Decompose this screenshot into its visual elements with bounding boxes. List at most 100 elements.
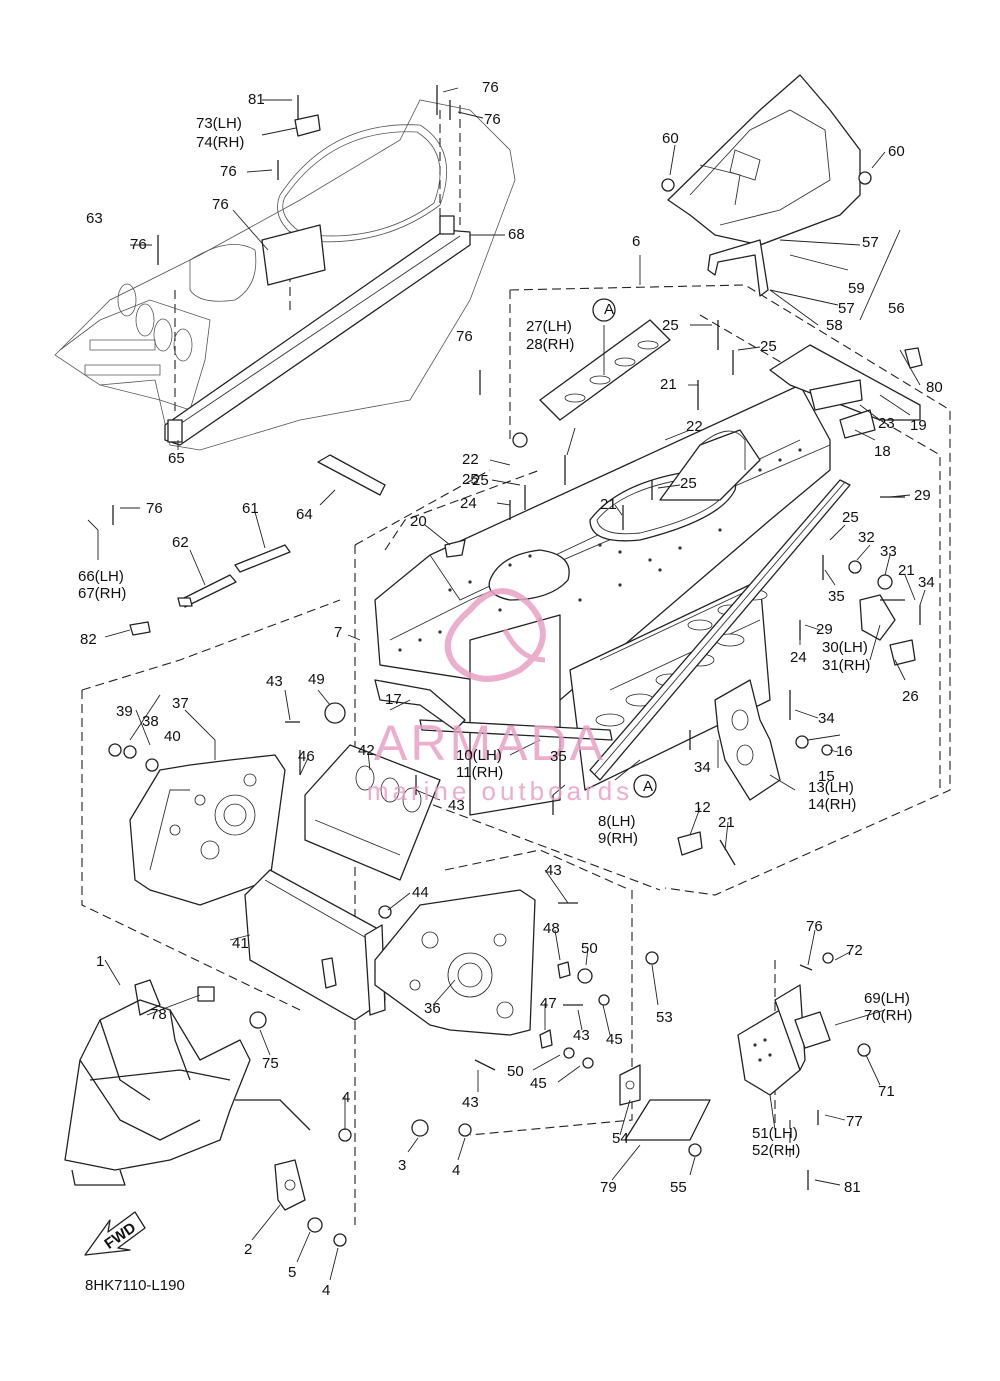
- callout-60: 60: [888, 143, 905, 160]
- callout-21: 21: [898, 562, 915, 579]
- callout-34: 34: [918, 574, 935, 591]
- callout-76: 76: [484, 111, 501, 128]
- callout-52-rh: 52(RH): [752, 1142, 800, 1159]
- callout-53: 53: [656, 1009, 673, 1026]
- callout-79: 79: [600, 1179, 617, 1196]
- watermark-tagline: marine outboards: [367, 776, 633, 806]
- diagram-code: 8HK7110-L190: [85, 1277, 185, 1294]
- callout-34: 34: [818, 710, 835, 727]
- plate-64: [317, 454, 386, 496]
- callout-16: 16: [836, 743, 853, 760]
- callout-76: 76: [220, 163, 237, 180]
- callout-50: 50: [507, 1063, 524, 1080]
- rear-flap-assembly: [661, 74, 872, 297]
- callout-4: 4: [342, 1089, 350, 1106]
- bracket-54: [619, 1064, 641, 1106]
- callout-76: 76: [482, 79, 499, 96]
- callout-18: 18: [874, 443, 891, 460]
- callout-25: 25: [472, 472, 489, 489]
- callout-10-lh: 10(LH): [456, 747, 502, 764]
- heat-exchanger-41: [244, 869, 386, 1021]
- callout-31-rh: 31(RH): [822, 657, 870, 674]
- callout-57: 57: [862, 234, 879, 251]
- callout-68: 68: [508, 226, 525, 243]
- callout-73-lh: 73(LH): [196, 115, 242, 132]
- callout-36: 36: [424, 1000, 441, 1017]
- callout-30-lh: 30(LH): [822, 639, 868, 656]
- callout-38: 38: [142, 713, 159, 730]
- callout-82: 82: [80, 631, 97, 648]
- callout-62: 62: [172, 534, 189, 551]
- callout-9-rh: 9(RH): [598, 830, 638, 847]
- callout-32: 32: [858, 529, 875, 546]
- callout-12: 12: [694, 799, 711, 816]
- part-82: [129, 621, 151, 636]
- callout-45: 45: [606, 1031, 623, 1048]
- callout-65: 65: [168, 450, 185, 467]
- callout-66-lh: 66(LH): [78, 568, 124, 585]
- callout-48: 48: [543, 920, 560, 937]
- callout-50: 50: [581, 940, 598, 957]
- callout-81: 81: [844, 1179, 861, 1196]
- callout-80: 80: [926, 379, 943, 396]
- callout-35: 35: [828, 588, 845, 605]
- callout-25: 25: [680, 475, 697, 492]
- callout-20: 20: [410, 513, 427, 530]
- callout-43: 43: [448, 797, 465, 814]
- bracket-30-31: [859, 594, 916, 666]
- plate-63: [261, 114, 326, 286]
- callout-8-lh: 8(LH): [598, 813, 636, 830]
- callout-40: 40: [164, 728, 181, 745]
- callout-67-rh: 67(RH): [78, 585, 126, 602]
- callout-75: 75: [262, 1055, 279, 1072]
- callout-19: 19: [910, 417, 927, 434]
- callout-43: 43: [545, 862, 562, 879]
- callout-22: 22: [462, 451, 479, 468]
- bulkhead-37: [108, 743, 286, 906]
- callout-43: 43: [573, 1027, 590, 1044]
- watermark-logo-icon: [444, 588, 546, 682]
- callout-43: 43: [266, 673, 283, 690]
- fasteners: [112, 85, 921, 1247]
- callout-27-lh: 27(LH): [526, 318, 572, 335]
- callout-25: 25: [662, 317, 679, 334]
- callout-46: 46: [298, 748, 315, 765]
- part-20: [444, 539, 466, 558]
- seat-body-outline: [54, 99, 516, 451]
- callout-55: 55: [670, 1179, 687, 1196]
- callout-15: 15: [818, 768, 835, 785]
- callout-60: 60: [662, 130, 679, 147]
- side-plate-13-14: [714, 679, 781, 801]
- callout-23: 23: [878, 415, 895, 432]
- callout-81: 81: [248, 91, 265, 108]
- callout-a: A: [643, 778, 653, 795]
- callout-71: 71: [878, 1083, 895, 1100]
- side-rail-68: [164, 215, 471, 446]
- callout-59: 59: [848, 280, 865, 297]
- callout-29: 29: [914, 487, 931, 504]
- fwd-arrow-icon: FWD: [84, 1211, 146, 1256]
- callout-21: 21: [600, 496, 617, 513]
- watermark-brand: ARMADA: [374, 715, 606, 771]
- callout-28-rh: 28(RH): [526, 336, 574, 353]
- callout-a: A: [604, 301, 614, 318]
- callout-74-rh: 74(RH): [196, 134, 244, 151]
- cooler-plate-42: [304, 744, 441, 881]
- bracket-2: [274, 1159, 306, 1211]
- watermark: ARMADA marine outboards: [367, 588, 633, 806]
- strips-61-62: [177, 544, 291, 608]
- callout-63: 63: [86, 210, 103, 227]
- plate-79: [624, 1099, 711, 1141]
- callout-56: 56: [888, 300, 905, 317]
- bracket-17: [374, 679, 466, 731]
- callout-34: 34: [694, 759, 711, 776]
- callout-11-rh: 11(RH): [456, 764, 503, 781]
- callout-13-lh: 13(LH): [808, 779, 854, 796]
- bracket-69-70: [794, 1011, 831, 1049]
- callout-29: 29: [816, 621, 833, 638]
- callout-69-lh: 69(LH): [864, 990, 910, 1007]
- callout-42: 42: [358, 742, 375, 759]
- callout-26: 26: [902, 688, 919, 705]
